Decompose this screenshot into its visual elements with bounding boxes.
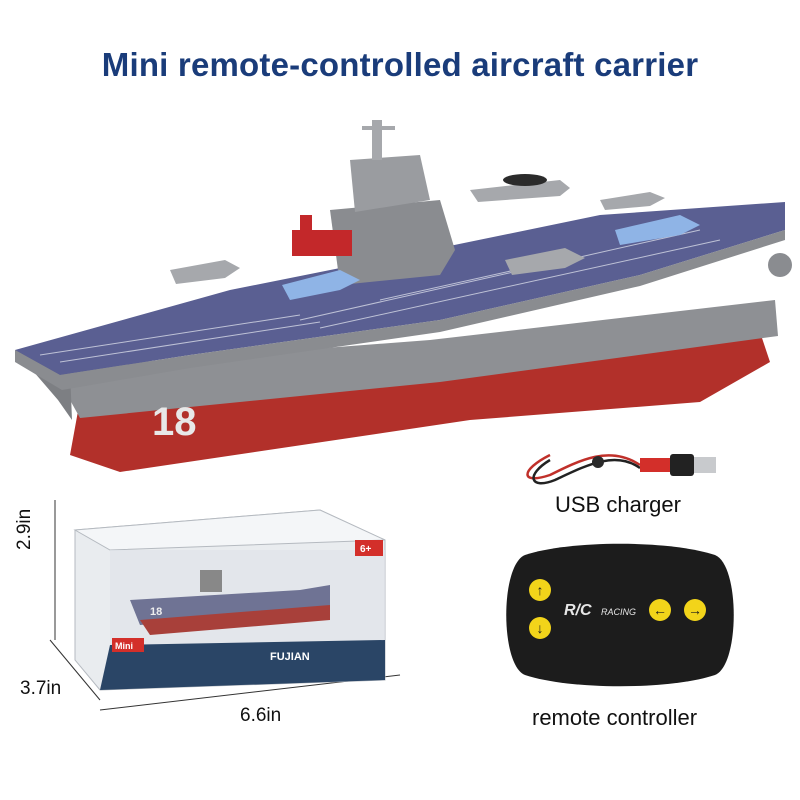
svg-text:→: → xyxy=(688,602,702,618)
hull-red xyxy=(70,332,770,472)
svg-text:←: ← xyxy=(653,602,667,618)
svg-text:↓: ↓ xyxy=(537,620,544,636)
aircraft-carrier-image: 18 xyxy=(15,120,792,472)
down-arrow-button xyxy=(529,617,551,639)
right-arrow-button xyxy=(684,599,706,621)
page-title: Mini remote-controlled aircraft carrier xyxy=(101,46,699,83)
remote-brand-sub: RACING xyxy=(601,607,636,617)
usb-charger-label: USB charger xyxy=(555,492,681,517)
package-length-label: 6.6in xyxy=(240,705,282,726)
package-brand-text: FUJIAN xyxy=(270,651,310,663)
package-height-label: 2.9in xyxy=(14,508,35,550)
hull-gray xyxy=(60,300,778,418)
remote-controller-image: ↑ ↓ ← → R/C RACING xyxy=(506,543,734,687)
usb-cable-image xyxy=(526,453,716,485)
package-badge-age: 6+ xyxy=(360,544,372,555)
hull-number: 18 xyxy=(152,400,197,444)
up-arrow-button xyxy=(529,579,551,601)
svg-text:↑: ↑ xyxy=(537,582,544,598)
package-width-label: 3.7in xyxy=(20,678,62,699)
left-arrow-button xyxy=(649,599,671,621)
package-badge-mini: Mini xyxy=(115,641,133,651)
package-box-image: 18 Mini FUJIAN 6+ xyxy=(49,500,401,711)
remote-controller-label: remote controller xyxy=(532,705,698,730)
island-tower xyxy=(330,200,455,285)
package-hull-number: 18 xyxy=(150,606,162,618)
remote-brand: R/C xyxy=(564,602,592,619)
flight-deck xyxy=(15,202,785,375)
